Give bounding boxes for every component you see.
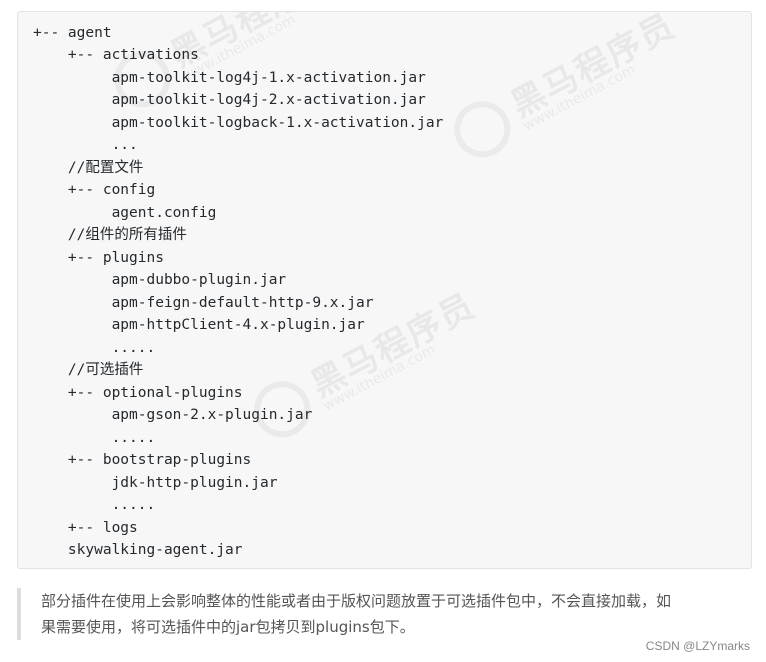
code-line: +-- plugins xyxy=(33,250,164,266)
code-line: agent.config xyxy=(33,205,217,221)
blockquote-text: 部分插件在使用上会影响整体的性能或者由于版权问题放置于可选插件包中，不会直接加载… xyxy=(41,592,672,610)
code-line: apm-httpClient-4.x-plugin.jar xyxy=(33,317,365,333)
code-line: ..... xyxy=(33,430,156,446)
code-line: apm-dubbo-plugin.jar xyxy=(33,272,287,288)
code-line: +-- logs xyxy=(33,520,138,536)
watermark-site: www.itheima.com xyxy=(520,61,639,135)
code-line: skywalking-agent.jar xyxy=(33,542,243,558)
code-comment: //组件的所有插件 xyxy=(33,227,187,243)
code-line: +-- config xyxy=(33,182,156,198)
code-line: ..... xyxy=(33,340,156,356)
code-line: apm-feign-default-http-9.x.jar xyxy=(33,295,374,311)
watermark-site: www.itheima.com xyxy=(320,341,439,415)
watermark: 黑马程序员 www.itheima.com xyxy=(435,11,721,206)
code-line: ..... xyxy=(33,497,156,513)
code-line: +-- bootstrap-plugins xyxy=(33,452,252,468)
code-line: apm-gson-2.x-plugin.jar xyxy=(33,407,313,423)
code-line: jdk-http-plugin.jar xyxy=(33,475,278,491)
code-block: 黑马程序员 www.itheima.com 黑马程序员 www.itheima.… xyxy=(17,11,752,569)
code-line: ... xyxy=(33,137,138,153)
watermark-brand: 黑马程序员 xyxy=(504,11,683,126)
code-line: apm-toolkit-log4j-1.x-activation.jar xyxy=(33,70,426,86)
code-line: +-- optional-plugins xyxy=(33,385,243,401)
blockquote: 部分插件在使用上会影响整体的性能或者由于版权问题放置于可选插件包中，不会直接加载… xyxy=(17,588,745,640)
code-line: apm-toolkit-log4j-2.x-activation.jar xyxy=(33,92,426,108)
code-comment: //配置文件 xyxy=(33,160,144,176)
code-comment: //可选插件 xyxy=(33,362,144,378)
watermark-logo-icon xyxy=(444,91,521,168)
author-credit: CSDN @LZYmarks xyxy=(645,639,750,653)
code-line: +-- agent xyxy=(33,25,112,41)
code-line: apm-toolkit-logback-1.x-activation.jar xyxy=(33,115,444,131)
code-line: +-- activations xyxy=(33,47,199,63)
blockquote-text: 果需要使用，将可选插件中的jar包拷贝到plugins包下。 xyxy=(41,618,415,636)
